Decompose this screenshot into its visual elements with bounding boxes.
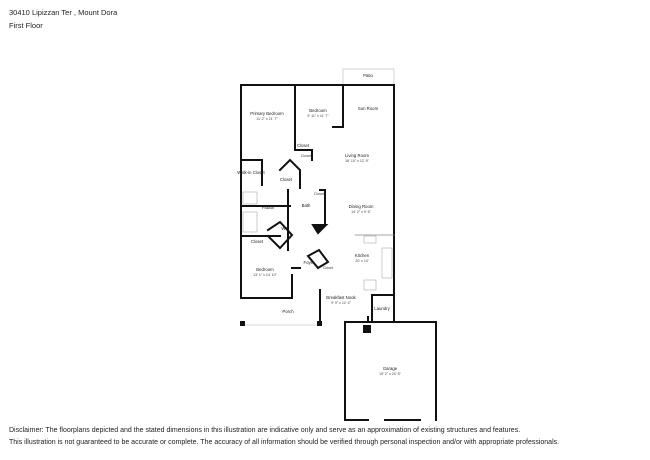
room-label-dining-room: Dining Room [349,204,374,209]
room-label-laundry: Laundry [374,306,390,311]
room-label-bedroom-3: Bedroom [256,267,274,272]
room-dims-living-room: 16' 10" x 12' 9" [345,159,369,163]
room-label-patio: Patio [363,73,373,78]
room-dims-bedroom-3: 13' 1" x 14' 10" [253,273,277,277]
room-label-breakfast-nook: Breakfast Nook [326,295,356,300]
room-label-living-room: Living Room [345,153,369,158]
disclaimer-line-1: Disclaimer: The floorplans depicted and … [9,427,521,434]
room-label-primary-bedroom: Primary Bedroom [250,111,284,116]
water-heater [363,325,371,333]
walls [240,84,437,421]
room-label-kitchen: Kitchen [355,253,370,258]
room-label-walk-in-closet: Walk-in Closet [237,170,265,175]
room-label-foyer: Foyer [304,260,316,265]
room-label-closet-1: Closet [297,143,310,148]
room-dims-primary-bedroom: 11' 2" x 21' 7" [256,117,278,121]
room-label-bath: Bath [302,203,311,208]
room-label-closet-5: Closet [251,239,264,244]
disclaimer-line-2: This illustration is not guaranteed to b… [9,439,560,446]
room-dims-dining-room: 14' 2" x 9' 6" [351,210,371,214]
room-dims-breakfast-nook: 9' 9" x 12' 4" [331,301,351,305]
room-dims-garage: 19' 2" x 20' 5" [379,372,401,376]
room-label-porch: Porch [282,309,294,314]
room-dims-bedroom-2: 9' 11" x 11' 7" [307,114,329,118]
room-label-garage: Garage [383,366,398,371]
room-label-closet-2: Closet [301,154,311,158]
room-label-closet-6: Closet [323,266,333,270]
floor-label: First Floor [9,21,43,30]
address-title: 30410 Lipizzan Ter , Mount Dora [9,8,118,17]
room-label-wc: WC [281,226,288,231]
room-label-sun-room: Sun Room [358,106,379,111]
room-label-closet-3: Closet [280,177,293,182]
room-label-bedroom-2: Bedroom [309,108,327,113]
room-label-p-bath: P.Bath [262,205,275,210]
room-dims-kitchen: 20' x 14' [355,259,368,263]
room-label-closet-4: Closet [314,192,324,196]
fixtures [242,191,393,291]
